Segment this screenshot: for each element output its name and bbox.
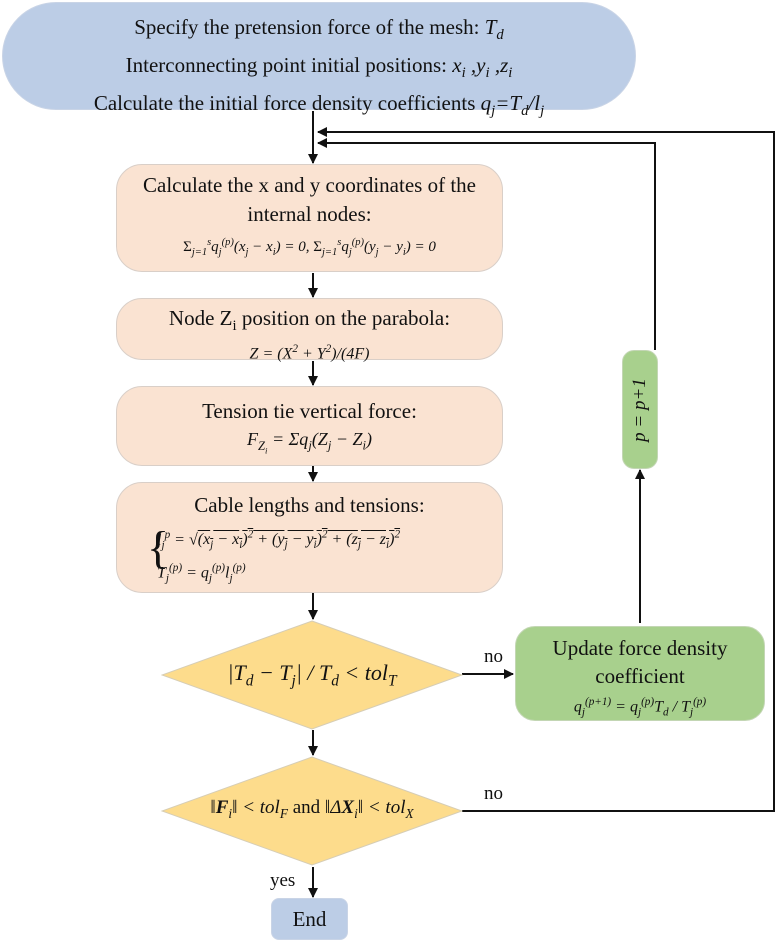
- update-title: Update force density coefficient: [552, 636, 728, 688]
- decision-2-condition: ‖Fi‖ < tolF and ‖ΔXi‖ < tolX: [210, 797, 414, 821]
- decision-1-condition: |Td − Tj| / Td < tolT: [227, 660, 397, 690]
- brace-icon: {: [147, 522, 170, 573]
- end-node: End: [271, 898, 348, 940]
- decision-tension-tolerance: [161, 620, 463, 730]
- step-1-formula: Σj=1sqj(p)(xj − xi) = 0, Σj=1sqj(p)(yj −…: [183, 237, 436, 258]
- start-line-3: Calculate the initial force density coef…: [93, 91, 545, 120]
- loop-increment-to-top: [317, 138, 656, 350]
- decision-2-yes-label: yes: [270, 870, 296, 891]
- loop-decision2-to-top: [317, 127, 775, 812]
- update-force-density-node: Update force density coefficient qj(p+1)…: [515, 626, 765, 721]
- increment-formula: p = p+1: [629, 377, 650, 442]
- step-internal-node-coords: Calculate the x and y coordinates of the…: [116, 164, 503, 272]
- step-3-formula: FZi = Σqj(Zj − Zi): [247, 429, 372, 456]
- step-4-formula-1: ljp = √(xj − xi)2 + (yj − yi)2 + (zj − z…: [157, 529, 401, 552]
- step-tension-tie-force: Tension tie vertical force: FZi = Σqj(Zj…: [116, 386, 503, 466]
- increment-p-node: p = p+1: [622, 350, 658, 469]
- start-line-2-math: xi ,yi ,zi: [452, 53, 513, 82]
- step-3-title: Tension tie vertical force:: [202, 399, 417, 423]
- start-node: Specify the pretension force of the mesh…: [2, 2, 636, 120]
- start-line-2: Interconnecting point initial positions:…: [125, 53, 513, 82]
- step-2-title: Node Zi position on the parabola:: [168, 306, 451, 335]
- step-1-title: Calculate the x and y coordinates of the…: [143, 173, 476, 226]
- decision-1-no-label: no: [484, 646, 503, 667]
- step-node-z-position: Node Zi position on the parabola: Z = (X…: [116, 298, 503, 363]
- start-line-1: Specify the pretension force of the mesh…: [134, 15, 504, 44]
- step-cable-lengths-tensions: Cable lengths and tensions: { ljp = √(xj…: [116, 482, 503, 593]
- step-4-title: Cable lengths and tensions:: [194, 493, 425, 517]
- decision-convergence: [161, 756, 463, 866]
- step-4-formula-2: Tj(p) = qj(p)lj(p): [157, 561, 246, 585]
- update-formula: qj(p+1) = qj(p)Td / Tj(p): [573, 696, 707, 719]
- step-2-formula: Z = (X2 + Y2)/(4F): [249, 343, 370, 363]
- decision-2-no-label: no: [484, 783, 503, 804]
- start-line-3-math: qj=Td/lj: [480, 91, 545, 120]
